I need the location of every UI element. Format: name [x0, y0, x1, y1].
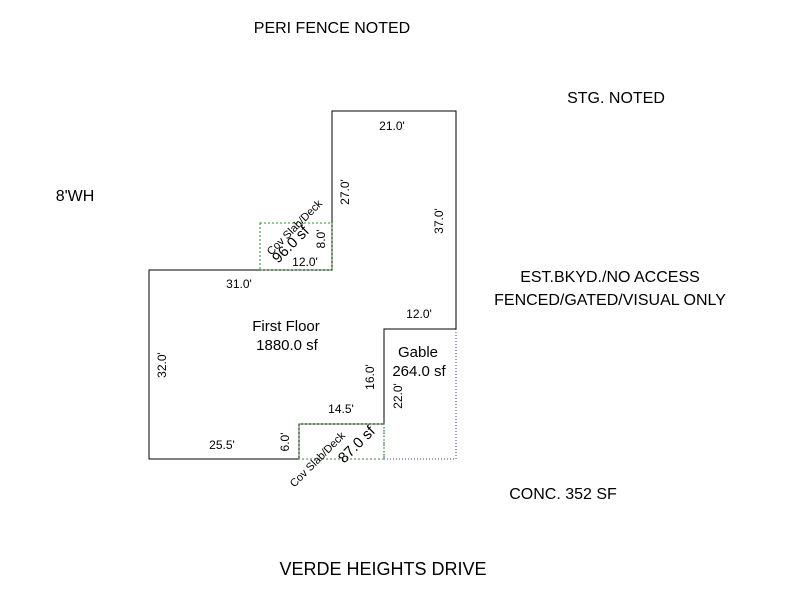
dim-left-side: 32.0': [155, 352, 169, 378]
dim-upper-deck-side: 8.0': [314, 230, 328, 249]
dim-notch-top: 14.5': [328, 402, 354, 416]
water-heater-note: 8'WH: [56, 188, 95, 205]
first-floor-outline: [148, 110, 457, 460]
backyard-note-line2: FENCED/GATED/VISUAL ONLY: [494, 292, 726, 309]
first-floor-size: 1880.0 sf: [256, 337, 319, 354]
street-name: VERDE HEIGHTS DRIVE: [279, 559, 486, 579]
dim-right: 37.0': [432, 208, 446, 234]
gable-area: [383, 329, 457, 460]
dim-gable-left: 16.0': [363, 364, 377, 390]
dim-left-top: 31.0': [226, 277, 252, 291]
concrete-note: CONC. 352 SF: [509, 486, 617, 503]
dim-upper-left: 27.0': [338, 179, 352, 205]
gable-label: Gable: [398, 344, 438, 361]
first-floor-label: First Floor: [252, 318, 320, 335]
dim-top: 21.0': [379, 119, 405, 133]
dim-bottom-left: 25.5': [209, 438, 235, 452]
backyard-note-line1: EST.BKYD./NO ACCESS: [520, 269, 700, 286]
gable-size: 264.0 sf: [392, 363, 446, 380]
dim-gable-height: 22.0': [391, 383, 405, 409]
dim-notch-side: 6.0': [278, 433, 292, 452]
storage-note: STG. NOTED: [567, 90, 665, 107]
dim-upper-deck-width: 12.0': [292, 255, 318, 269]
upper-deck-outline: [259, 222, 333, 271]
perimeter-fence-note: PERI FENCE NOTED: [254, 20, 410, 37]
dim-gable-top: 12.0': [406, 307, 432, 321]
